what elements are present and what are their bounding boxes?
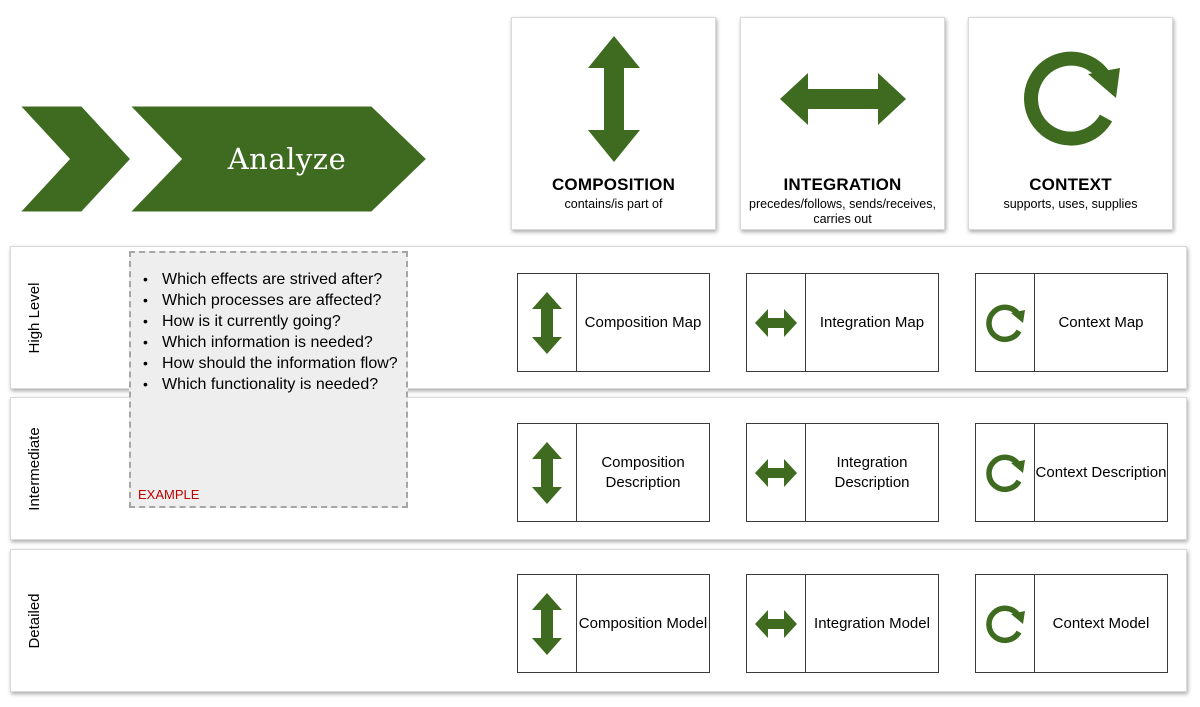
level-label: Intermediate <box>26 427 43 511</box>
artifact-integration-description: Integration Description <box>746 423 939 522</box>
artifact-label: Integration Description <box>834 453 910 491</box>
artifact-label: Context Model <box>1052 614 1150 632</box>
circular-arrow-icon <box>986 605 1025 643</box>
aspect-card-integration: INTEGRATION precedes/follows, sends/rece… <box>740 17 945 230</box>
artifact-context-map: Context Map <box>975 273 1168 372</box>
aspect-title: COMPOSITION <box>551 175 676 194</box>
circular-arrow-icon <box>986 454 1025 492</box>
artifact-composition-description: Composition Description <box>517 423 710 522</box>
vertical-double-arrow-icon <box>532 291 562 354</box>
artifact-context-description: Context Description <box>975 423 1168 522</box>
horizontal-double-arrow-icon <box>779 73 906 125</box>
horizontal-double-arrow-icon <box>755 609 797 638</box>
question-item: How should the information flow? <box>143 353 406 374</box>
aspect-subtitle: precedes/follows, sends/receives, carrie… <box>749 197 936 226</box>
artifact-label: Composition Model <box>578 614 708 632</box>
question-list: Which effects are strived after? Which p… <box>131 253 406 395</box>
aspect-card-context: CONTEXT supports, uses, supplies <box>968 17 1173 230</box>
artifact-label: Context Map <box>1058 313 1144 331</box>
question-item: Which information is needed? <box>143 332 406 353</box>
chevron-arrow-icon <box>14 103 135 215</box>
aspect-card-composition: COMPOSITION contains/is part of <box>511 17 716 230</box>
level-label: High Level <box>26 282 43 354</box>
artifact-composition-map: Composition Map <box>517 273 710 372</box>
example-tag: EXAMPLE <box>138 487 200 502</box>
circular-arrow-icon <box>1023 51 1120 146</box>
artifact-label: Composition Map <box>584 313 702 331</box>
question-item: Which processes are affected? <box>143 290 406 311</box>
analyze-phase-chevron: Analyze <box>122 103 432 215</box>
aspect-title: INTEGRATION <box>783 175 902 194</box>
artifact-label: Integration Model <box>814 614 930 632</box>
question-item: Which functionality is needed? <box>143 374 406 395</box>
artifact-label: Composition Description <box>601 453 685 491</box>
aspect-subtitle: supports, uses, supplies <box>1003 197 1138 211</box>
artifact-label: Integration Map <box>819 313 925 331</box>
artifact-integration-model: Integration Model <box>746 574 939 673</box>
vertical-double-arrow-icon <box>587 36 640 162</box>
small-chevron <box>10 103 136 215</box>
artifact-context-model: Context Model <box>975 574 1168 673</box>
aspect-subtitle: contains/is part of <box>564 197 663 211</box>
circular-arrow-icon <box>986 304 1025 342</box>
vertical-double-arrow-icon <box>532 592 562 655</box>
vertical-double-arrow-icon <box>532 441 562 504</box>
question-item: How is it currently going? <box>143 311 406 332</box>
artifact-label: Context Description <box>1035 463 1167 481</box>
horizontal-double-arrow-icon <box>755 458 797 487</box>
horizontal-double-arrow-icon <box>755 308 797 337</box>
chevron-arrow-icon <box>124 103 431 215</box>
level-label: Detailed <box>26 593 43 649</box>
aspect-title: CONTEXT <box>1029 175 1112 194</box>
artifact-composition-model: Composition Model <box>517 574 710 673</box>
example-callout: Which effects are strived after? Which p… <box>129 251 408 508</box>
phase-label: Analyze <box>227 142 347 176</box>
artifact-integration-map: Integration Map <box>746 273 939 372</box>
question-item: Which effects are strived after? <box>143 269 406 290</box>
